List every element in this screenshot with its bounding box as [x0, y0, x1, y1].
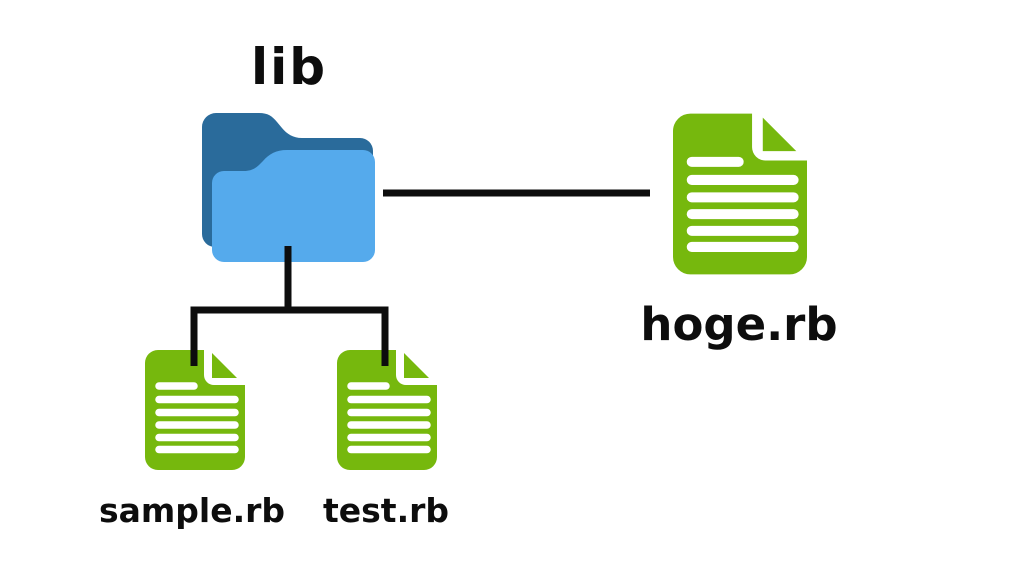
file-icon-hoge	[673, 113, 807, 275]
file-icon-sample	[145, 350, 245, 470]
file-fold-corner	[212, 353, 237, 378]
node-label-lib: lib	[250, 38, 328, 96]
node-label-sample: sample.rb	[98, 491, 286, 530]
file-text-lines	[686, 156, 799, 252]
file-text-lines	[155, 382, 239, 454]
node-label-hoge: hoge.rb	[640, 298, 838, 351]
node-label-test: test.rb	[322, 491, 450, 530]
file-icon-test	[337, 350, 437, 470]
file-text-lines	[347, 382, 431, 454]
file-fold-corner	[404, 353, 429, 378]
file-fold-corner	[762, 117, 797, 152]
folder-front-shape	[212, 150, 375, 262]
folder-icon	[202, 113, 375, 262]
